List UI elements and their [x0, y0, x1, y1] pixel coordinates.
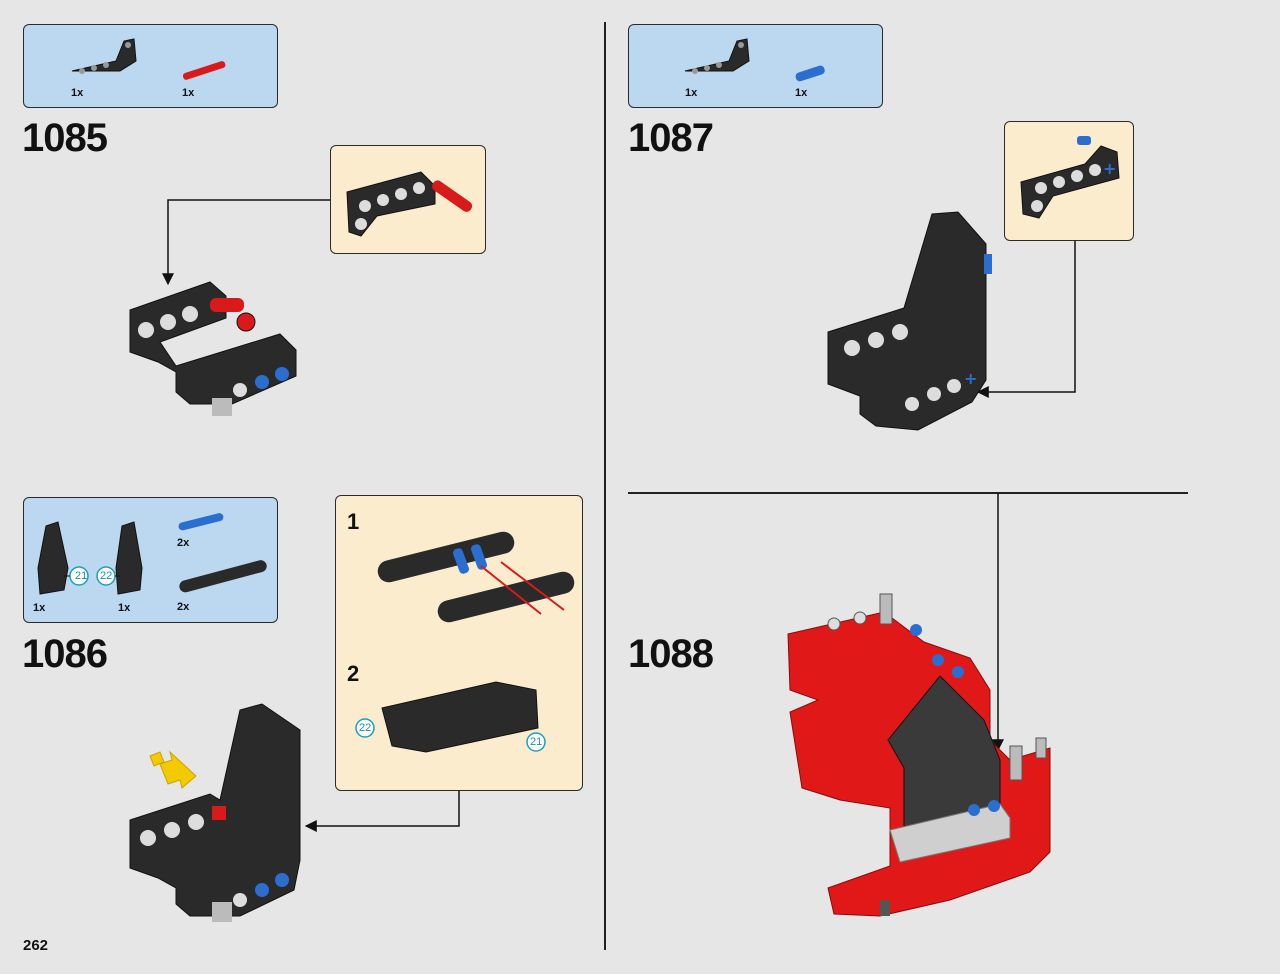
parts-box-1085: 1x 1x — [23, 24, 278, 108]
svg-text:+: + — [964, 369, 977, 388]
part-qty: 21 — [75, 570, 88, 582]
assembly-1088 — [787, 593, 1051, 917]
horizontal-divider — [628, 492, 1188, 494]
connector-arrow-1086 — [304, 791, 460, 832]
part-liftarm-icon — [179, 560, 267, 593]
callout-label-22: 22 — [359, 722, 372, 734]
vertical-divider — [604, 22, 606, 950]
part-blue-axle-pin-icon — [178, 513, 224, 531]
part-qty: 1x — [33, 602, 46, 614]
callout-1085 — [330, 145, 486, 254]
assembly-1087: + — [827, 211, 992, 431]
callout-1087: + — [1004, 121, 1134, 241]
assembly-1086 — [129, 703, 301, 922]
part-panel-22-icon — [115, 521, 143, 595]
part-qty: 2x — [177, 537, 190, 549]
parts-1085-illustration — [71, 38, 226, 80]
step-number-1088: 1088 — [628, 632, 714, 676]
step-number-1085: 1085 — [22, 116, 108, 160]
substep-number: 1 — [347, 509, 360, 534]
step-number-1086: 1086 — [22, 632, 108, 676]
parts-1087-illustration — [684, 38, 825, 82]
substep-number: 2 — [347, 661, 360, 686]
parts-1086-illustration — [37, 513, 267, 595]
step-number-1087: 1087 — [628, 116, 714, 160]
part-panel-21-icon — [37, 521, 69, 595]
parts-box-1086: 21 22 1x 1x 2x 2x — [23, 497, 278, 623]
part-qty: 1x — [118, 602, 131, 614]
page-number: 262 — [23, 937, 49, 954]
callout-1087-illustration: + — [1020, 136, 1120, 219]
part-angled-liftarm-icon — [71, 38, 137, 74]
yellow-insert-arrow-icon — [149, 750, 197, 789]
svg-text:+: + — [1103, 159, 1116, 178]
assembly-1085 — [129, 281, 297, 416]
part-qty: 2x — [177, 601, 190, 613]
part-qty: 1x — [685, 87, 698, 99]
callout-label-21: 21 — [530, 736, 543, 748]
part-qty: 1x — [182, 87, 195, 99]
callout-1086: 1 2 22 21 — [335, 495, 583, 791]
parts-box-1087: 1x 1x — [628, 24, 883, 108]
part-qty: 22 — [100, 570, 113, 582]
callout-1086-illustration — [355, 531, 575, 753]
connector-arrow-1087 — [976, 241, 1076, 398]
callout-1085-illustration — [346, 171, 473, 237]
part-qty: 1x — [795, 87, 808, 99]
part-qty: 1x — [71, 87, 84, 99]
connector-arrow-1085 — [162, 199, 330, 286]
part-red-axle-pin-icon — [182, 61, 226, 80]
